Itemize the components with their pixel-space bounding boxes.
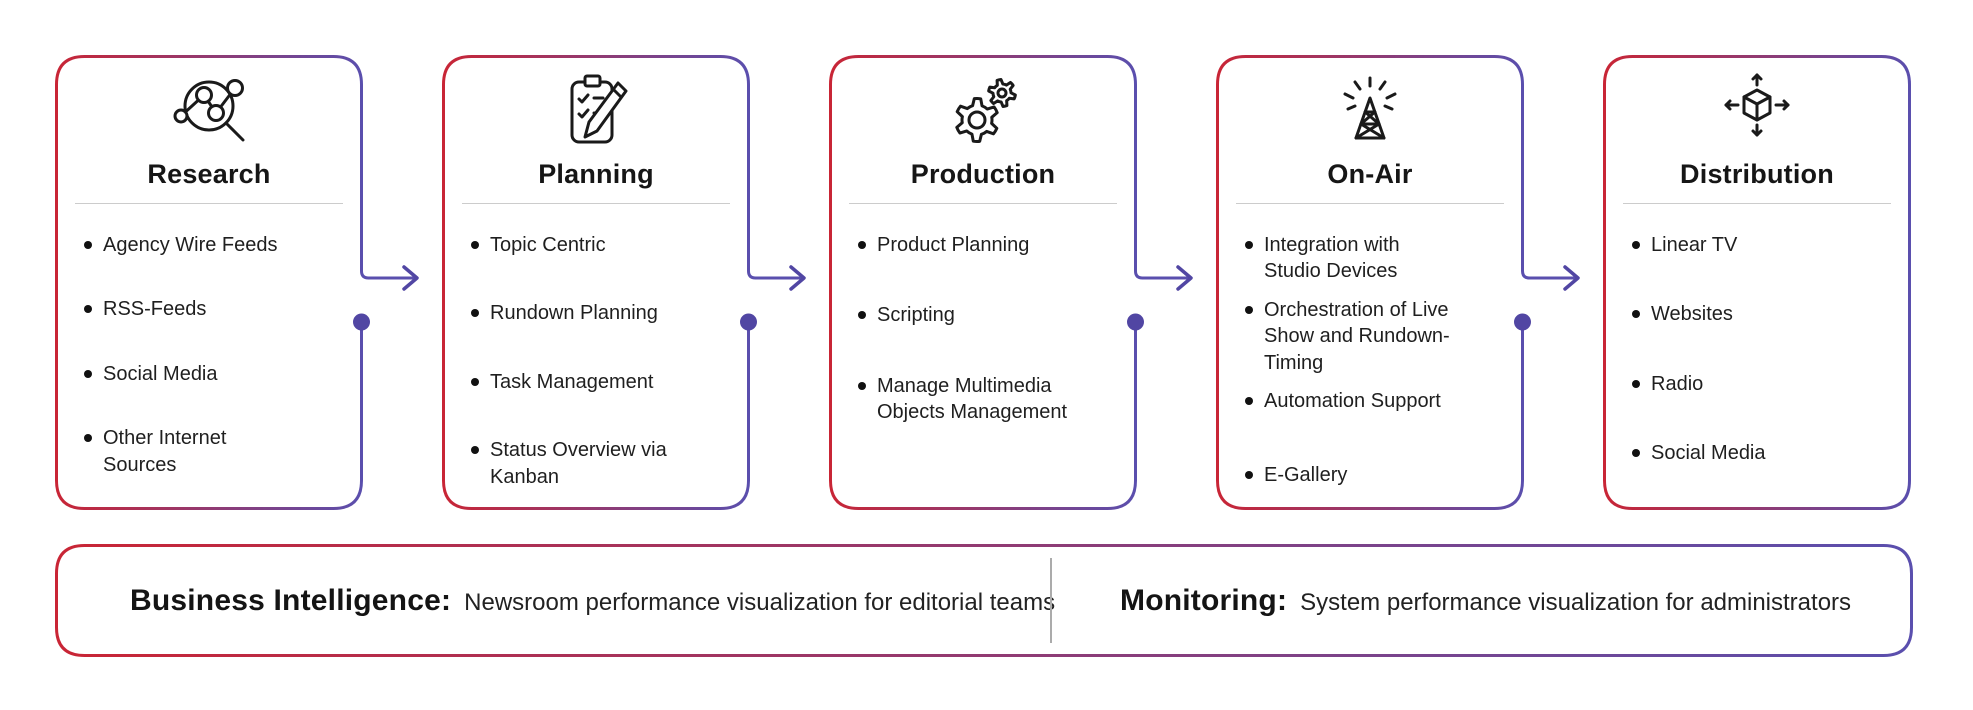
card-divider	[462, 203, 730, 205]
card-item-list: Product Planning Scripting Manage Multim…	[857, 232, 1127, 426]
list-item: Rundown Planning	[470, 300, 675, 326]
list-item: RSS-Feeds	[83, 296, 288, 322]
list-item: Product Planning	[857, 232, 1082, 258]
footer-bar: Business Intelligence: Newsroom performa…	[55, 544, 1913, 657]
card-title: Planning	[538, 159, 654, 189]
card-item-list: Linear TV Websites Radio Social Media	[1631, 232, 1901, 467]
card-divider	[849, 203, 1117, 205]
card-title: Research	[147, 159, 271, 189]
footer-label: Monitoring:	[1120, 583, 1288, 617]
card-item-list: Topic Centric Rundown Planning Task Mana…	[470, 232, 740, 490]
list-item: Task Management	[470, 369, 675, 395]
card-title: Distribution	[1680, 159, 1834, 189]
card-divider	[1236, 203, 1504, 205]
list-item: Agency Wire Feeds	[83, 232, 288, 258]
footer-section-monitoring: Monitoring: System performance visualiza…	[1120, 584, 1851, 618]
list-item: Topic Centric	[470, 232, 675, 258]
footer-description: System performance visualization for adm…	[1300, 588, 1852, 616]
card-divider	[1623, 203, 1891, 205]
list-item: Automation Support	[1244, 388, 1454, 414]
flow-arrow-icon	[1176, 265, 1193, 291]
flow-arrow-icon	[1563, 265, 1580, 291]
stage-card-onair: On-Air Integration with Studio Devices O…	[1216, 55, 1580, 510]
card-item-list: Agency Wire Feeds RSS-Feeds Social Media…	[83, 232, 353, 478]
stage-card-production: Production Product Planning Scripting Ma…	[829, 55, 1193, 510]
footer-section-business-intelligence: Business Intelligence: Newsroom performa…	[130, 584, 1055, 618]
footer-border	[55, 544, 1913, 657]
list-item: Linear TV	[1631, 232, 1901, 258]
list-item: E-Gallery	[1244, 462, 1454, 488]
card-title: On-Air	[1327, 159, 1413, 189]
production-gears-icon	[829, 55, 1137, 157]
list-item: Scripting	[857, 302, 1082, 328]
list-item: Orchestration of Live Show and Rundown-T…	[1244, 297, 1454, 376]
research-magnifier-graph-icon	[55, 55, 363, 157]
stage-card-distribution: Distribution Linear TV Websites Radio So…	[1603, 55, 1911, 510]
onair-broadcast-tower-icon	[1216, 55, 1524, 157]
footer-divider	[1050, 558, 1052, 643]
list-item: Websites	[1631, 301, 1901, 327]
list-item: Integration with Studio Devices	[1244, 232, 1454, 285]
list-item: Manage Multimedia Objects Management	[857, 373, 1082, 426]
flow-arrow-icon	[402, 265, 419, 291]
list-item: Social Media	[1631, 440, 1901, 466]
footer-description: Newsroom performance visualization for e…	[464, 588, 1056, 616]
footer-label: Business Intelligence:	[130, 583, 452, 617]
card-divider	[75, 203, 343, 205]
card-title: Production	[910, 159, 1056, 189]
stage-card-planning: Planning Topic Centric Rundown Planning …	[442, 55, 806, 510]
list-item: Other Internet Sources	[83, 425, 288, 478]
flow-arrow-icon	[789, 265, 806, 291]
distribution-cube-arrows-icon	[1603, 55, 1911, 157]
planning-clipboard-pencil-icon	[442, 55, 750, 157]
stage-card-research: Research Agency Wire Feeds RSS-Feeds Soc…	[55, 55, 419, 510]
footer-outline	[55, 544, 1913, 657]
card-item-list: Integration with Studio Devices Orchestr…	[1244, 232, 1514, 489]
list-item: Radio	[1631, 371, 1901, 397]
list-item: Social Media	[83, 361, 288, 387]
list-item: Status Overview via Kanban	[470, 437, 675, 490]
